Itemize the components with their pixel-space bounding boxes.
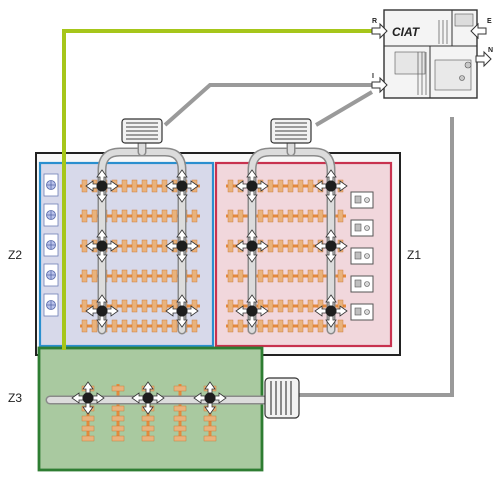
port-e-arrow-icon: [470, 22, 487, 40]
port-i-label: I: [372, 73, 374, 80]
grille-icon[interactable]: [264, 377, 300, 419]
fan-coil-icon[interactable]: [43, 263, 59, 287]
port-r-arrow-icon: [371, 22, 388, 40]
thermostat-icon[interactable]: [350, 303, 374, 321]
thermostat-icon[interactable]: [350, 275, 374, 293]
grille-icon[interactable]: [121, 118, 163, 144]
brand-logo: CIAT: [392, 25, 421, 39]
thermostat-icon[interactable]: [350, 247, 374, 265]
port-r-label: R: [372, 18, 377, 25]
fan-coil-icon[interactable]: [43, 293, 59, 317]
fan-coil-icon[interactable]: [43, 203, 59, 227]
zone-z1-label: Z1: [407, 248, 421, 262]
return-duct-green: [62, 29, 372, 350]
fan-coil-icon[interactable]: [43, 173, 59, 197]
gray-ducts: [163, 83, 454, 397]
duct-rail: [173, 384, 187, 442]
control-unit[interactable]: CIAT R E N I: [371, 9, 493, 99]
port-i-arrow-icon: [371, 76, 388, 94]
thermostat-icon[interactable]: [350, 191, 374, 209]
zone-z2-label: Z2: [8, 248, 22, 262]
port-n-label: N: [488, 47, 493, 54]
fan-coil-column: [43, 173, 59, 317]
grille-icon[interactable]: [270, 118, 312, 144]
port-n-arrow-icon: [475, 50, 492, 68]
thermostat-icon[interactable]: [350, 219, 374, 237]
zone-z3-label: Z3: [8, 391, 22, 405]
port-e-label: E: [487, 18, 492, 25]
fan-coil-icon[interactable]: [43, 233, 59, 257]
